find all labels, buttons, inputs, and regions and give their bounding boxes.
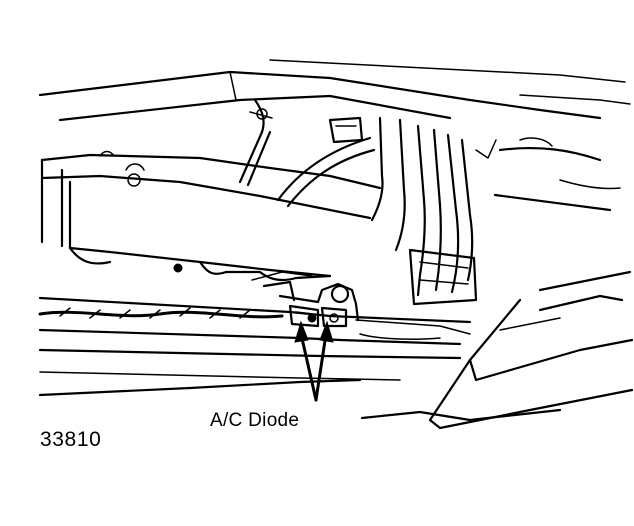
radiator-support	[40, 150, 382, 282]
ac-diode-label: A/C Diode	[210, 410, 300, 431]
hood-strut	[238, 98, 273, 187]
hood-outline	[38, 59, 631, 122]
lower-rails	[38, 296, 472, 397]
figure-number: 33810	[40, 428, 102, 451]
right-panel	[360, 137, 634, 430]
ac-diode-assembly	[251, 271, 360, 328]
wiring-harness	[276, 116, 497, 306]
callout-arrows	[294, 320, 334, 402]
